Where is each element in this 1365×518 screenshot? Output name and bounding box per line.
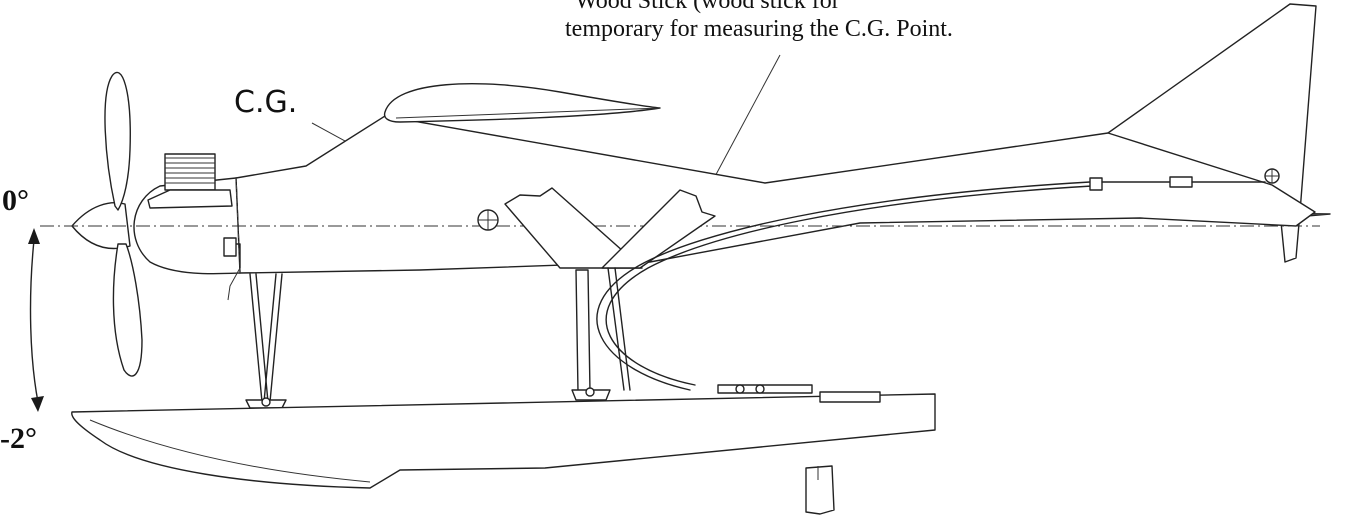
engine [147, 153, 233, 209]
wood-stick-note-line2: temporary for measuring the C.G. Point. [565, 16, 953, 42]
control-cable [596, 168, 1280, 391]
angle-label-minus-two: -2° [0, 422, 37, 455]
cg-marker [477, 209, 499, 231]
incidence-arrow [28, 228, 44, 412]
wood-stick-note-line1: Wood Stick (wood stick for [575, 0, 840, 14]
wing [383, 83, 661, 123]
wood-stick [504, 187, 716, 269]
water-rudder [717, 384, 881, 515]
angle-label-zero: 0° [2, 184, 29, 217]
cg-label: C.G. [234, 85, 297, 120]
float [71, 393, 936, 489]
float-chine [89, 419, 371, 483]
front-strut [245, 273, 287, 409]
wing-root-line [395, 107, 661, 119]
wood-stick-pointer [700, 54, 781, 192]
propeller [104, 71, 143, 377]
rear-strut [571, 267, 631, 401]
fuselage [235, 115, 1316, 274]
throttle-linkage [223, 237, 241, 301]
